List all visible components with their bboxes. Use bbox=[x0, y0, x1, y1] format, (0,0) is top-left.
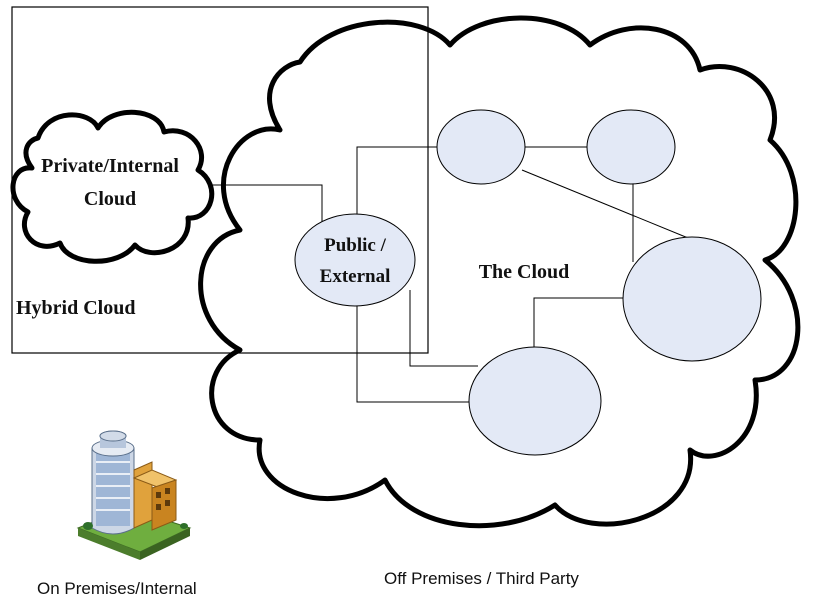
cloud-node-b bbox=[586, 109, 676, 185]
private-cloud-label-line2: Cloud bbox=[84, 188, 136, 210]
public-node-label-line1: Public / bbox=[324, 235, 386, 256]
public-external-node bbox=[294, 213, 416, 307]
link-public-to-node-d-upper bbox=[409, 290, 478, 367]
link-node-a-to-node-c bbox=[521, 169, 694, 241]
office-building-icon bbox=[76, 430, 192, 560]
private-cloud-label-line1: Private/Internal bbox=[41, 155, 179, 177]
cloud-node-d bbox=[468, 346, 602, 456]
private-cloud-shape bbox=[10, 109, 215, 264]
link-public-to-node-a bbox=[356, 146, 438, 220]
link-private-to-public bbox=[205, 184, 323, 235]
cloud-node-c bbox=[622, 236, 762, 362]
cloud-node-a bbox=[436, 109, 526, 185]
hybrid-cloud-label: Hybrid Cloud bbox=[16, 297, 135, 319]
connector-lines bbox=[205, 146, 694, 403]
the-cloud-label: The Cloud bbox=[479, 261, 570, 283]
link-public-to-node-d-lower bbox=[356, 300, 470, 403]
on-premises-label: On Premises/Internal bbox=[37, 579, 197, 598]
public-node-label-line2: External bbox=[320, 266, 391, 287]
off-premises-label: Off Premises / Third Party bbox=[384, 569, 579, 588]
link-node-c-to-node-d bbox=[533, 297, 624, 352]
